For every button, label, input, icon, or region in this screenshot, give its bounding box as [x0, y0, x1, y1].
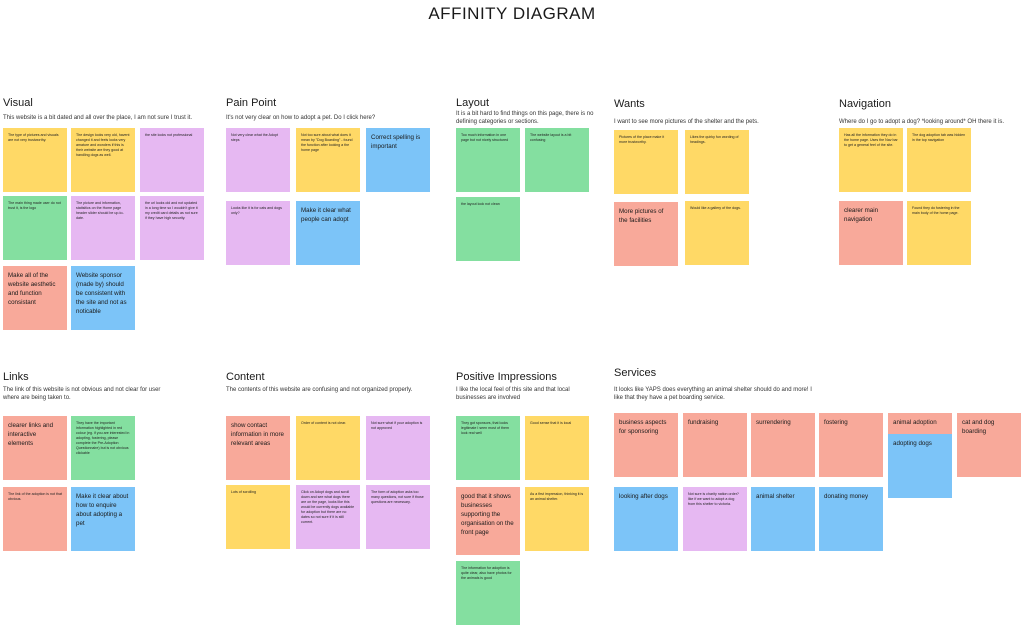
sticky-note[interactable]: fostering	[819, 413, 883, 477]
sticky-note[interactable]: animal shelter	[751, 487, 815, 551]
section-description: I want to see more pictures of the shelt…	[614, 119, 759, 125]
sticky-note[interactable]: The type of pictures and visuals are not…	[3, 128, 67, 192]
sticky-note[interactable]: Make all of the website aesthetic and fu…	[3, 266, 67, 330]
section-heading: Navigation	[839, 98, 891, 110]
section-description: It's not very clear on how to adopt a pe…	[226, 115, 376, 121]
sticky-note[interactable]: looking after dogs	[614, 487, 678, 551]
sticky-note[interactable]: Order of content is not clear.	[296, 416, 360, 480]
sticky-note[interactable]: They have the important information high…	[71, 416, 135, 480]
section-description: I like the local feel of this site and t…	[456, 387, 570, 401]
sticky-note[interactable]: clearer links and interactive elements	[3, 416, 67, 480]
sticky-note[interactable]: Make it clear what people can adopt	[296, 201, 360, 265]
section-description: It is a bit hard to find things on this …	[456, 111, 594, 125]
sticky-note[interactable]: cat and dog boarding	[957, 413, 1021, 477]
sticky-note[interactable]: good that it shows businesses supporting…	[456, 487, 520, 555]
sticky-note[interactable]: Good sense that it is local	[525, 416, 589, 480]
section-heading: Positive Impressions	[456, 371, 557, 383]
sticky-note[interactable]: The dog adoption tab was hidden in the t…	[907, 128, 971, 192]
sticky-note[interactable]: The main thing made user do not trust it…	[3, 196, 67, 260]
section-heading: Services	[614, 367, 657, 379]
sticky-note[interactable]: Not too sure about what does it mean by …	[296, 128, 360, 192]
section-heading: Content	[226, 371, 265, 383]
sticky-note[interactable]: Not very clear what the Adopt steps	[226, 128, 290, 192]
sticky-note[interactable]: Not sure is charity nation order? like i…	[683, 487, 747, 551]
sticky-note[interactable]: The link of the adoption is not that obv…	[3, 487, 67, 551]
section-heading: Pain Point	[226, 97, 277, 109]
sticky-note[interactable]: Make it clear about how to enquire about…	[71, 487, 135, 551]
sticky-note[interactable]: Looks like it is for cats and dogs only?	[226, 201, 290, 265]
sticky-note[interactable]: Not sure what if your adoption is not ap…	[366, 416, 430, 480]
sticky-note[interactable]: fundraising	[683, 413, 747, 477]
sticky-note[interactable]: Would like a gallery of the dogs.	[685, 201, 749, 265]
sticky-note[interactable]: Click on Adopt dogs and scroll down and …	[296, 485, 360, 549]
sticky-note[interactable]: Correct spelling is important	[366, 128, 430, 192]
sticky-note[interactable]: the url looks old and not updated in a l…	[140, 196, 204, 260]
section-description: It looks like YAPS does everything an an…	[614, 387, 812, 401]
diagram-title: AFFINITY DIAGRAM	[428, 4, 596, 23]
sticky-note[interactable]: show contact information in more relevan…	[226, 416, 290, 480]
sticky-note[interactable]: The design looks very old, havent change…	[71, 128, 135, 192]
sticky-note[interactable]: Found they do fostering in the main body…	[907, 201, 971, 265]
sticky-note[interactable]: The picture and information, statisitics…	[71, 196, 135, 260]
sticky-note[interactable]: The information for adoption is quite cl…	[456, 561, 520, 625]
sticky-note[interactable]: the site looks not professional	[140, 128, 204, 192]
sticky-note[interactable]: More pictures of the facilities	[614, 202, 678, 266]
sticky-note[interactable]: Lots of scrolling	[226, 485, 290, 549]
sticky-note[interactable]: donating money	[819, 487, 883, 551]
section-heading: Links	[3, 371, 29, 383]
sticky-note[interactable]: As a first impression, thinking it is an…	[525, 487, 589, 551]
sticky-note[interactable]: clearer main navigation	[839, 201, 903, 265]
sticky-note[interactable]: adopting dogs	[888, 434, 952, 498]
sticky-note[interactable]: They got sponsors, that looks legitimate…	[456, 416, 520, 480]
sticky-note[interactable]: Pictures of the place make it more trust…	[614, 130, 678, 194]
sticky-note[interactable]: Too much information in one page but not…	[456, 128, 520, 192]
sticky-note[interactable]: Website sponsor (made by) should be cons…	[71, 266, 135, 330]
section-description: The contents of this website are confusi…	[226, 387, 413, 393]
sticky-note[interactable]: Has all the information they do in the h…	[839, 128, 903, 192]
sticky-note[interactable]: The website layout is a bit confusing	[525, 128, 589, 192]
section-description: This website is a bit dated and all over…	[3, 115, 193, 121]
sticky-note[interactable]: surrendering	[751, 413, 815, 477]
section-heading: Visual	[3, 97, 33, 109]
sticky-note[interactable]: business aspects for sponsoring	[614, 413, 678, 477]
section-heading: Layout	[456, 97, 490, 109]
sticky-note[interactable]: the layout look not clean	[456, 197, 520, 261]
section-heading: Wants	[614, 98, 645, 110]
sticky-note[interactable]: Likes the quirky fun wording of headings…	[685, 130, 749, 194]
section-description: Where do I go to adopt a dog? *looking a…	[839, 119, 1005, 125]
section-description: The link of this website is not obvious …	[3, 387, 161, 401]
sticky-note[interactable]: The form of adoption asks too many quest…	[366, 485, 430, 549]
